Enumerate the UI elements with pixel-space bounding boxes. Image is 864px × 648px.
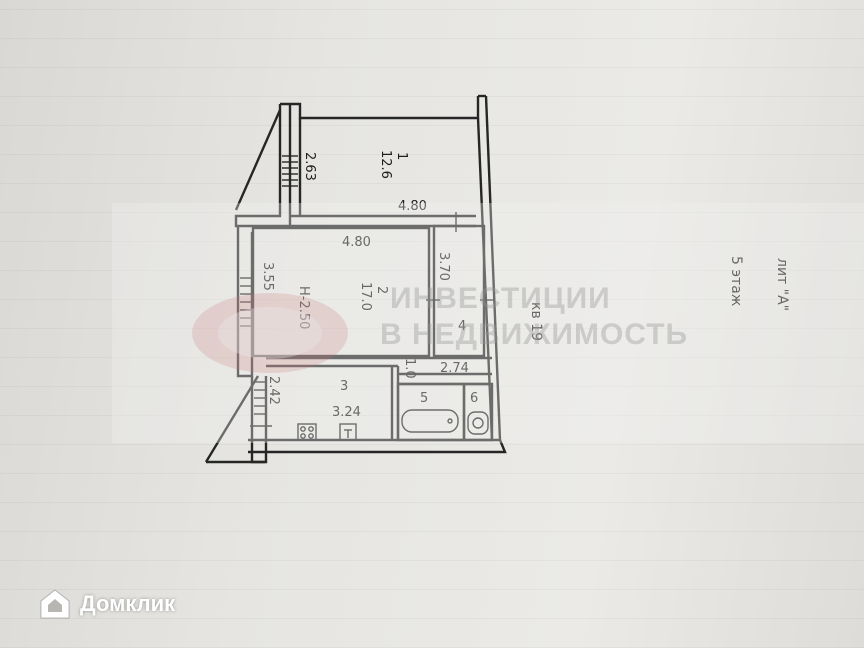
room-1-number: 1 xyxy=(394,152,409,160)
room-2-area: 17.0 xyxy=(358,282,373,311)
lit-label: лит "А" xyxy=(774,258,790,311)
outer-wall-bottom xyxy=(248,438,507,454)
room-1-length: 2.63 xyxy=(302,152,317,181)
room-4-width: 2.74 xyxy=(440,361,469,376)
room-2-length: 3.55 xyxy=(260,262,275,291)
room-4-outline xyxy=(432,224,486,358)
toilet-icon xyxy=(467,411,489,435)
sink-icon xyxy=(339,423,357,441)
room-2-width: 4.80 xyxy=(342,235,371,250)
watermark-logo-icon xyxy=(192,293,348,373)
watermark-line-2: В НЕДВИЖИМОСТЬ xyxy=(380,318,689,351)
room-6-number: 6 xyxy=(470,391,478,406)
room-2-height: Н-2.50 xyxy=(296,286,311,329)
floor-label: 5 этаж xyxy=(728,256,744,307)
room-4-number: 4 xyxy=(458,319,466,334)
domclick-brand: Домклик xyxy=(38,586,175,622)
room-1-area: 12.6 xyxy=(378,150,393,179)
window-room-2 xyxy=(240,277,252,327)
room-5-number: 5 xyxy=(420,391,428,406)
room-4-length: 3.70 xyxy=(436,252,451,281)
wall-room3-left xyxy=(250,376,268,464)
bathtub-icon xyxy=(401,409,459,433)
balcony-line-top xyxy=(234,109,282,211)
room-3-area: 3.24 xyxy=(332,405,361,420)
outer-wall-top xyxy=(280,96,480,120)
outer-wall-right xyxy=(484,95,502,441)
room-2-outline xyxy=(251,226,431,358)
room-3-length: 2.42 xyxy=(266,376,281,405)
room-1-width: 4.80 xyxy=(398,199,427,214)
room-2-number: 2 xyxy=(374,286,389,294)
domclick-label: Домклик xyxy=(80,591,176,616)
room-3-number: 3 xyxy=(340,379,348,394)
outer-wall-left-top xyxy=(234,104,292,228)
balcony-line-bottom xyxy=(204,375,260,463)
window-room-1 xyxy=(282,155,298,187)
stove-icon xyxy=(297,423,317,441)
watermark-band xyxy=(112,203,864,443)
apartment-label: кв 19 xyxy=(528,302,544,341)
watermark-line-1: ИНВЕСТИЦИИ xyxy=(390,282,611,315)
domclick-logo-icon xyxy=(40,589,70,619)
dim-1-0: 1.0 xyxy=(402,358,417,379)
window-room-3 xyxy=(254,381,266,415)
